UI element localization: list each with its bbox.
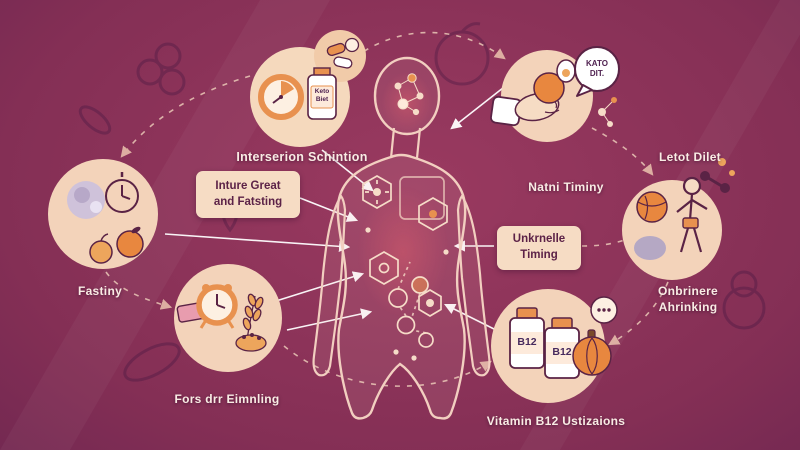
arrow-connectors [164,83,509,333]
grain-bowl-icon [235,333,267,352]
b12-bottle-icon [509,307,545,369]
exercising-person-icon [676,176,708,253]
label-intermittent: Interserion Schintion [236,150,368,164]
plate-icon [67,181,105,219]
stone-icon [634,236,666,260]
molecule-face-pattern [394,73,424,116]
b12-bottle-text: B12 [517,336,537,348]
accent-dot [718,158,726,166]
molecule-dots-icon [598,97,617,127]
alarm-clock-icon [196,284,238,329]
cluster-fasting [48,159,158,269]
cluster-hand [490,46,620,142]
speech-bubble-icon [574,46,620,97]
label-drinking: Onbrinere Ahrinking [657,284,719,314]
keto-bottle-label: Keto Biet [314,88,330,104]
hand-holding-food-icon [490,59,576,127]
apple-icon [89,233,113,264]
cluster-exercise [622,158,735,280]
label-fasting: Fastiny [77,284,123,298]
speech-dots-icon [590,296,618,324]
body-organ-icons [362,175,449,361]
basketball-icon [636,191,668,223]
kato-bubble-text: KATO DIT. [586,59,608,78]
label-foods: Fors drr Eimnling [174,392,280,406]
human-body-figure [312,56,491,420]
cluster-intermittent [250,30,366,147]
label-nutrient-timing: Natni Timiny [528,180,604,194]
dumbbell-icon [700,171,730,193]
label-vitamin-b12: Vitamin B12 Ustizaions [486,414,626,428]
orange-fruit-icon [116,226,144,258]
accent-dot [729,170,735,176]
timing-label-box: Unkrnelle Timing [497,226,581,270]
pumpkin-icon [572,329,612,376]
fasting-label-box: Inture Great and Fatsting [196,171,300,218]
fasting-clock-icon [105,172,139,213]
wheat-icon [242,293,264,341]
cluster-b12 [491,289,618,403]
keto-bottle-icon [307,67,337,120]
background-decor [78,22,766,382]
clock-icon [258,74,304,120]
cluster-foods [174,264,282,372]
pills-icon [326,37,360,69]
label-keto-diet: Letot Dilet [659,150,721,164]
b12-bottle-text-2: B12 [552,346,572,358]
